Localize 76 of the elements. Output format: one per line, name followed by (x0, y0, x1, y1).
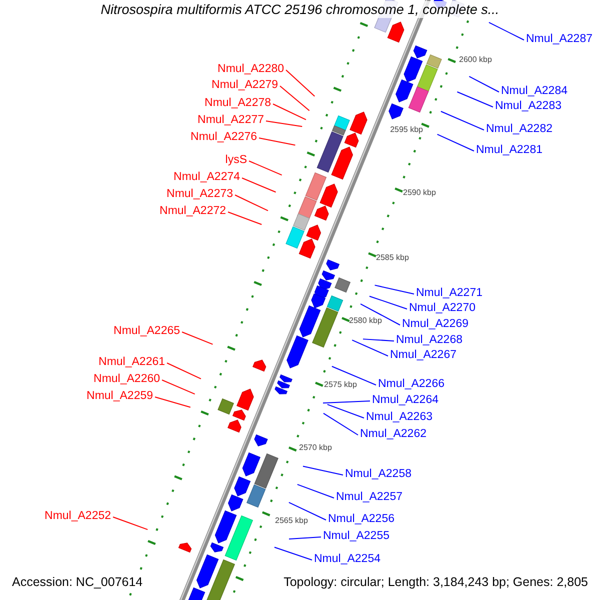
gene-label: Nmul_A2258 (345, 467, 412, 481)
leader-line (468, 76, 500, 92)
leader-line (488, 22, 524, 40)
gene-label: Nmul_A2281 (476, 143, 542, 157)
leader-line (274, 546, 312, 560)
leader-line (288, 536, 322, 540)
leader-line (374, 284, 414, 294)
scale-label: 2580 kbp (349, 316, 382, 326)
gene-label: Nmul_A2260 (94, 372, 160, 386)
scale-label: 2600 kbp (459, 55, 492, 65)
gene-label: Nmul_A2268 (396, 333, 462, 347)
gene-label: Nmul_A2276 (190, 130, 257, 144)
leader-line (368, 296, 408, 310)
gene-label: Nmul_A2273 (166, 187, 233, 201)
gene-label: Nmul_A2267 (390, 348, 456, 362)
leader-line (440, 110, 484, 130)
gene-label: Nmul_A2272 (160, 204, 226, 218)
gene-label: Nmul_A2282 (486, 122, 552, 136)
leader-line (266, 120, 303, 127)
leader-line (258, 138, 296, 146)
scale-label: 2570 kbp (299, 443, 332, 453)
gene-label: Nmul_A2270 (409, 301, 476, 315)
gene-label: Nmul_A2257 (336, 490, 402, 504)
gene-label: Nmul_A2271 (416, 286, 482, 300)
gene-label: lysS (225, 153, 247, 167)
scale-label: 2565 kbp (275, 516, 308, 526)
scale-label: 2590 kbp (403, 188, 436, 198)
leader-line (456, 91, 494, 108)
leader-line (288, 502, 326, 520)
leader-line (352, 340, 388, 356)
scale-label: 2575 kbp (324, 380, 357, 390)
gene-label: Nmul_A2259 (86, 389, 153, 403)
gene-label: Nmul_A2256 (328, 512, 394, 526)
gene-label: Nmul_A2252 (44, 509, 111, 523)
leader-line (360, 303, 400, 326)
gene-label: Nmul_A2279 (212, 78, 278, 92)
gene-label: Nmul_A2284 (501, 84, 568, 98)
leader-line (272, 104, 306, 120)
gene-label: Nmul_A2278 (204, 96, 271, 110)
leader-line (234, 194, 268, 212)
gene-label: Nmul_A2280 (218, 62, 284, 76)
gene-label: Nmul_A2261 (98, 355, 165, 369)
leader-line (162, 380, 196, 395)
leader-line (280, 86, 310, 112)
leader-line (154, 396, 191, 408)
leader-line (286, 70, 316, 97)
scale-label: 2595 kbp (390, 125, 423, 135)
gene-label: Nmul_A2283 (495, 99, 562, 113)
gene-label: Nmul_A2266 (378, 377, 444, 391)
info-text: Accession: NC_007614 (10, 574, 145, 590)
info-text: Topology: circular; Length: 3,184,243 bp; Genes: 2,805 (282, 574, 590, 590)
gene-label: Nmul_A2265 (114, 324, 180, 338)
leader-line (322, 412, 358, 436)
leader-line (362, 338, 394, 342)
gene-label: Nmul_A2264 (372, 393, 438, 407)
scale-label: 2585 kbp (376, 253, 409, 263)
gene-label: Nmul_A2255 (323, 529, 390, 543)
gene-label: Nmul_A2269 (402, 317, 468, 331)
leader-line (302, 466, 344, 476)
gene-label: Nmul_A2254 (314, 552, 380, 566)
gene-label: Nmul_A2274 (174, 170, 240, 184)
gene-label: Nmul_A2287 (526, 32, 592, 46)
leader-line (166, 362, 202, 380)
leader-line (242, 178, 276, 193)
leader-line (326, 404, 364, 418)
leader-line (182, 332, 214, 345)
leader-line (436, 134, 474, 152)
leader-line (296, 484, 334, 498)
leader-line (228, 212, 262, 226)
gene-label: Nmul_A2277 (198, 113, 264, 127)
gene-label: Nmul_A2262 (360, 427, 426, 441)
leader-line (331, 366, 376, 386)
gene-label: Nmul_A2263 (366, 410, 432, 424)
leader-line (322, 400, 370, 404)
leader-line (248, 160, 282, 176)
leader-line (112, 516, 148, 530)
